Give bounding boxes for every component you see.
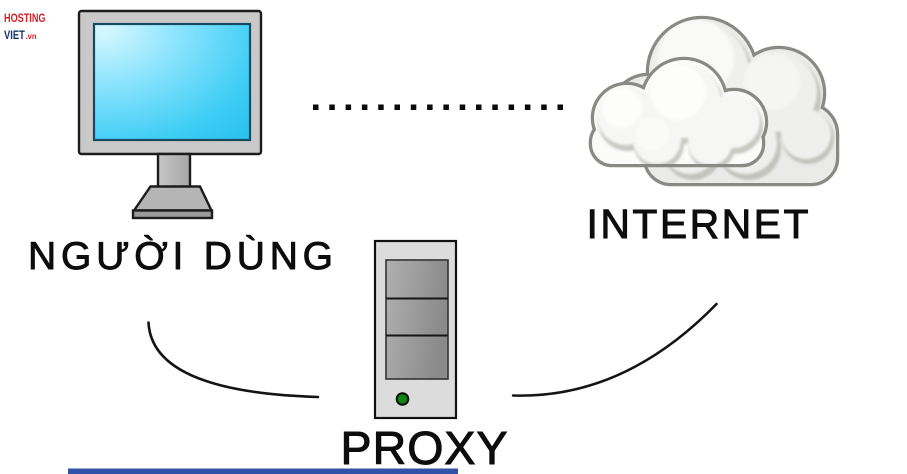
svg-text:NGƯỜI DÙNG: NGƯỜI DÙNG <box>28 235 333 278</box>
svg-text:.vn: .vn <box>26 31 37 40</box>
svg-text:VIET: VIET <box>4 29 25 42</box>
svg-text:INTERNET: INTERNET <box>587 201 809 247</box>
svg-text:PROXY: PROXY <box>341 422 508 474</box>
svg-text:HOSTING: HOSTING <box>4 12 45 26</box>
